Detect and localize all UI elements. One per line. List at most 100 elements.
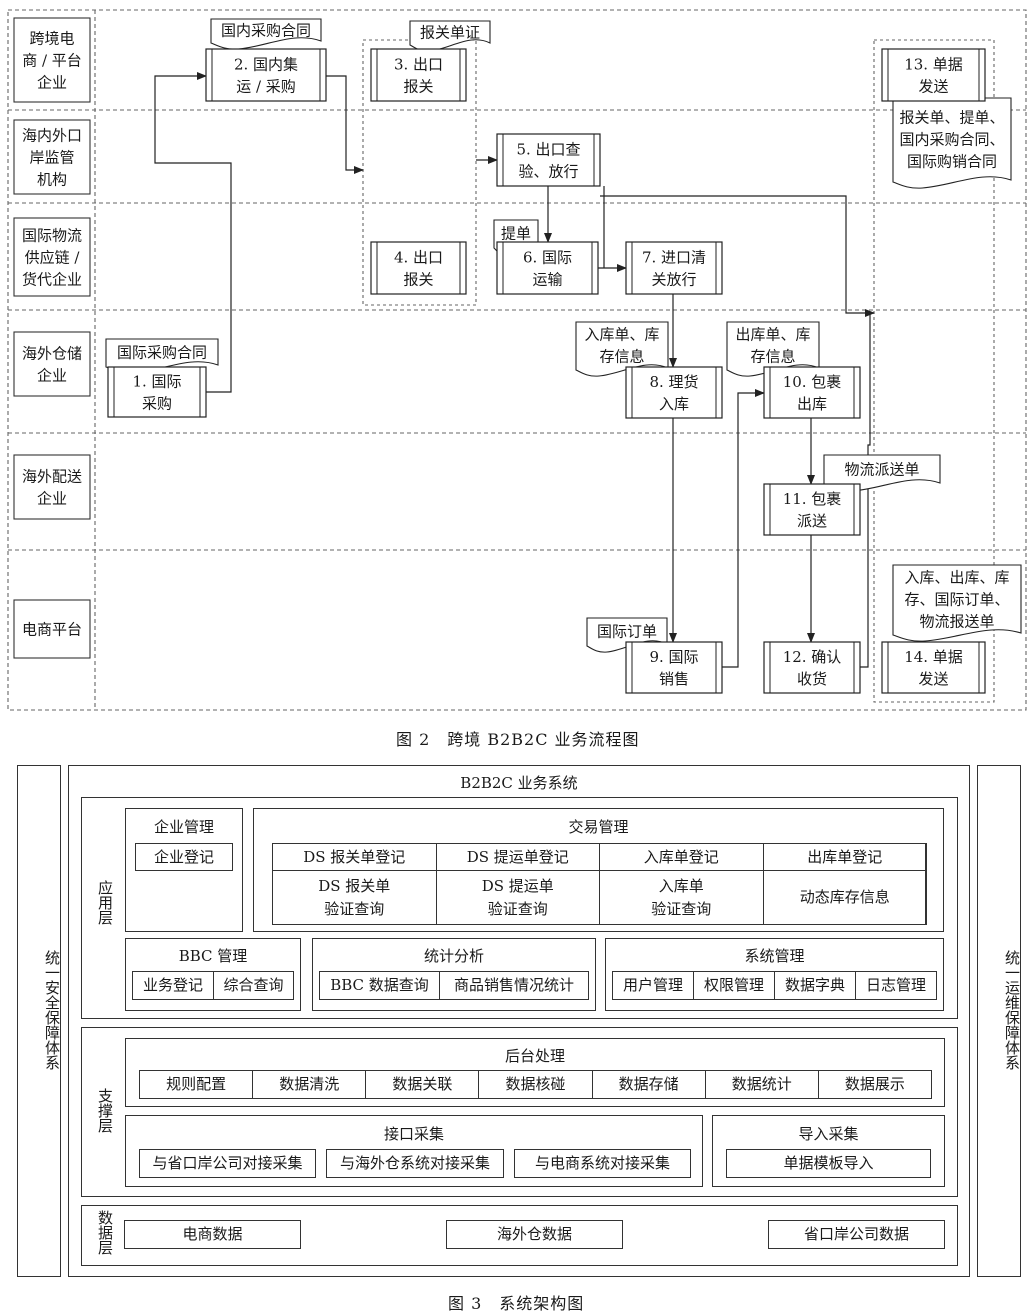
import-collection — [712, 1115, 945, 1187]
step-s1-box — [107, 366, 207, 418]
data-layer — [81, 1205, 958, 1266]
lane-1-label: 跨境电商 / 平台企业 — [22, 29, 82, 91]
backend-item-5: 数据存储 — [591, 1070, 706, 1099]
trade-query-2: DS 提运单 验证查询 — [435, 870, 600, 925]
doc-d8-label: 物流派送单 — [844, 460, 919, 478]
permission-mgmt: 权限管理 — [693, 971, 775, 1000]
doc-d2-label: 报关单证 — [420, 23, 480, 41]
log-mgmt: 日志管理 — [855, 971, 937, 1000]
step-s6-label: 6. 国际运输 — [523, 248, 572, 288]
bbc-comprehensive-query: 综合查询 — [213, 971, 294, 1000]
step-s5-box — [496, 133, 601, 187]
sales-statistics: 商品销售情况统计 — [439, 971, 589, 1000]
app-layer-label: 应用层 — [96, 880, 114, 925]
connector-7 — [600, 195, 875, 317]
trade-query-3: 入库单 验证查询 — [599, 870, 764, 925]
backend-item-6: 数据统计 — [704, 1070, 819, 1099]
step-s13-label: 13. 单据发送 — [904, 55, 963, 95]
step-s8-box — [625, 366, 723, 419]
bbc-data-query: BBC 数据查询 — [319, 971, 440, 1000]
step-s10-box — [763, 366, 861, 419]
step-s11-box — [763, 483, 861, 536]
province-port-collect: 与省口岸公司对接采集 — [139, 1149, 316, 1178]
step-s4-label: 4. 出口报关 — [394, 248, 443, 288]
bbc-business-register: 业务登记 — [132, 971, 214, 1000]
bbc-mgmt-title: BBC 管理 — [178, 947, 248, 965]
import-collection-title: 导入采集 — [798, 1125, 859, 1143]
doc-d7-label: 出库单、库存信息 — [735, 325, 810, 365]
enterprise-mgmt — [125, 808, 243, 932]
fig2-caption: 图 2 跨境 B2B2C 业务流程图 — [396, 730, 640, 749]
security-sidebar-label: 统一安全保障体系 — [43, 950, 61, 1070]
ecommerce-data: 电商数据 — [124, 1220, 301, 1249]
doc-d10-label: 国际订单 — [597, 622, 657, 640]
connector-13 — [860, 313, 871, 668]
step-s10-label: 10. 包裹出库 — [783, 373, 842, 413]
step-s1-label: 1. 国际采购 — [132, 372, 181, 412]
data-layer-label: 数据层 — [96, 1210, 114, 1255]
step-s9-label: 9. 国际销售 — [649, 648, 698, 688]
trade-register-2: DS 提运单登记 — [435, 843, 600, 871]
connector-2 — [326, 75, 364, 174]
lane-5-box — [13, 454, 91, 520]
fig3-caption: 图 3 系统架构图 — [448, 1294, 585, 1313]
ops-sidebar — [977, 765, 1021, 1277]
backend-item-1: 规则配置 — [139, 1070, 254, 1099]
doc-d3-shape — [892, 97, 1012, 189]
step-s7-label: 7. 进口清关放行 — [642, 248, 706, 288]
doc-d6-label: 入库单、库存信息 — [584, 325, 659, 365]
lane-1-box — [13, 17, 91, 103]
doc-d1-label: 国内采购合同 — [221, 21, 311, 39]
step-s3-box — [370, 48, 467, 102]
doc-d6-shape — [575, 321, 669, 377]
doc-d9-shape — [892, 564, 1022, 642]
enterprise-register: 企业登记 — [135, 843, 233, 871]
system-mgmt — [605, 938, 944, 1011]
step-s12-box — [763, 641, 861, 694]
step-s4-box — [370, 241, 467, 295]
backend-item-2: 数据清洗 — [252, 1070, 367, 1099]
step-s11-label: 11. 包裹派送 — [783, 490, 842, 530]
app-layer — [81, 797, 958, 1019]
data-dictionary: 数据字典 — [774, 971, 856, 1000]
doc-d5-label: 国际采购合同 — [117, 343, 207, 361]
lane-3-label: 国际物流供应链 /货代企业 — [22, 226, 82, 288]
step-s7-box — [625, 241, 723, 295]
ecommerce-collect: 与电商系统对接采集 — [514, 1149, 691, 1178]
trade-query-1: DS 报关单 验证查询 — [272, 870, 437, 925]
ops-sidebar-label: 统一运维保障体系 — [1003, 950, 1021, 1070]
trade-register-4: 出库单登记 — [762, 843, 927, 871]
trade-query-4: 动态库存信息 — [762, 870, 927, 925]
support-layer-label: 支撑层 — [96, 1088, 114, 1133]
lane-6-label: 电商平台 — [22, 620, 82, 638]
province-port-data: 省口岸公司数据 — [768, 1220, 945, 1249]
system-frame — [68, 765, 970, 1277]
step-s14-label: 14. 单据发送 — [904, 648, 963, 688]
lane-5-label: 海外配送企业 — [22, 467, 82, 507]
support-layer — [81, 1027, 958, 1197]
trade-register-1: DS 报关单登记 — [272, 843, 437, 871]
backend-processing-title: 后台处理 — [504, 1047, 565, 1065]
step-s2-label: 2. 国内集运 / 采购 — [234, 55, 298, 95]
lane-4-label: 海外仓储企业 — [22, 344, 82, 384]
overseas-warehouse-data: 海外仓数据 — [446, 1220, 623, 1249]
system-title: B2B2C 业务系统 — [460, 774, 578, 792]
backend-item-3: 数据关联 — [365, 1070, 480, 1099]
backend-processing — [125, 1038, 945, 1107]
system-mgmt-title: 系统管理 — [744, 947, 805, 965]
backend-item-7: 数据展示 — [817, 1070, 932, 1099]
template-import: 单据模板导入 — [726, 1149, 931, 1178]
doc-d4-label: 提单 — [501, 224, 531, 242]
stats-analysis — [312, 938, 596, 1011]
user-mgmt: 用户管理 — [612, 971, 694, 1000]
doc-d9-label: 入库、出库、库存、国际订单、物流报送单 — [904, 568, 1009, 630]
lane-3-box — [13, 217, 91, 297]
step-s5-label: 5. 出口查验、放行 — [516, 140, 580, 180]
bbc-mgmt — [125, 938, 301, 1011]
lane-6-box — [13, 599, 91, 659]
step-s12-label: 12. 确认收货 — [783, 648, 842, 688]
lane-4-box — [13, 331, 91, 397]
doc-d7-shape — [726, 321, 820, 377]
step-s2-box — [205, 48, 327, 102]
interface-collection-title: 接口采集 — [383, 1125, 444, 1143]
